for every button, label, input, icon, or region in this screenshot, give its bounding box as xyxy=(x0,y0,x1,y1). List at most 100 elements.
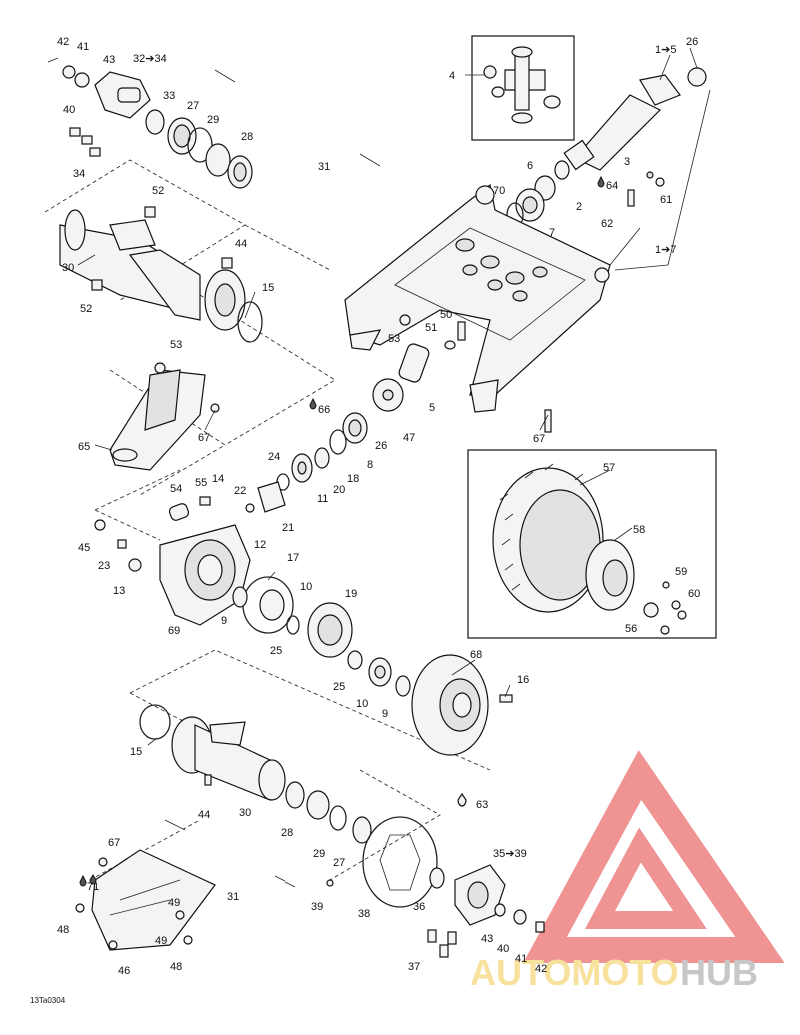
callout-24: 24 xyxy=(268,451,280,463)
final-drive-housing xyxy=(94,496,251,626)
callout-45: 45 xyxy=(78,542,90,554)
axle-shaft-lower xyxy=(157,816,301,892)
bearing-stack xyxy=(245,412,368,513)
callout-12: 12 xyxy=(254,539,266,551)
callout-17: 17 xyxy=(287,552,299,564)
callout-67-b: 67 xyxy=(533,433,545,445)
callout-13: 13 xyxy=(113,585,125,597)
callout-64: 64 xyxy=(606,180,618,192)
callout-42-b: 42 xyxy=(535,963,547,975)
callout-26: 26 xyxy=(686,36,698,48)
callout-10: 10 xyxy=(300,581,312,593)
side-cover-hub xyxy=(411,654,513,807)
callout-3: 3 xyxy=(624,156,630,168)
drive-shaft xyxy=(563,67,707,179)
callout-19: 19 xyxy=(345,588,357,600)
callout-2: 2 xyxy=(576,201,582,213)
callout-22: 22 xyxy=(234,485,246,497)
watermark-brand-part2: HUB xyxy=(680,952,758,993)
callout-52-b: 52 xyxy=(80,303,92,315)
callout-30-b: 30 xyxy=(239,807,251,819)
callout-35-39: 35➔39 xyxy=(493,848,527,860)
callout-7: 7 xyxy=(549,227,555,239)
callout-52: 52 xyxy=(152,185,164,197)
callout-56: 56 xyxy=(625,623,637,635)
leader-lines xyxy=(77,47,711,746)
axle-housing-lower xyxy=(139,704,372,844)
callout-44-b: 44 xyxy=(198,809,210,821)
drive-flange-group xyxy=(47,57,253,189)
callout-55: 55 xyxy=(195,477,207,489)
callout-53: 53 xyxy=(170,339,182,351)
callout-48-b: 48 xyxy=(170,961,182,973)
callout-1-5: 1➔5 xyxy=(655,44,676,56)
callout-30: 30 xyxy=(62,262,74,274)
callout-31-b: 31 xyxy=(227,891,239,903)
universal-joint-kit xyxy=(471,35,575,141)
callout-41: 41 xyxy=(77,41,89,53)
callout-70: 70 xyxy=(493,185,505,197)
callout-28-b: 28 xyxy=(281,827,293,839)
lubricant-symbols xyxy=(79,175,605,887)
watermark-brand-part1: AUTOMOTO xyxy=(470,952,679,993)
callout-53-b: 53 xyxy=(388,333,400,345)
callout-26-b: 26 xyxy=(375,440,387,452)
callout-32-34: 32➔34 xyxy=(133,53,167,65)
callout-66: 66 xyxy=(318,404,330,416)
skid-plate xyxy=(75,849,216,951)
callout-27: 27 xyxy=(187,100,199,112)
callout-51: 51 xyxy=(425,322,437,334)
callout-4: 4 xyxy=(449,70,455,82)
brake-disc xyxy=(326,816,445,908)
callout-44: 44 xyxy=(235,238,247,250)
swing-arm xyxy=(344,183,611,413)
callout-41-b: 41 xyxy=(515,953,527,965)
axle-shaft-upper xyxy=(209,66,386,170)
callout-16: 16 xyxy=(517,674,529,686)
callout-6: 6 xyxy=(527,160,533,172)
callout-25-b: 25 xyxy=(333,681,345,693)
spacer-and-bolts xyxy=(372,177,665,433)
callout-36: 36 xyxy=(413,901,425,913)
callout-67: 67 xyxy=(198,432,210,444)
callout-8: 8 xyxy=(367,459,373,471)
callout-18: 18 xyxy=(347,473,359,485)
callout-10-b: 10 xyxy=(356,698,368,710)
callout-25: 25 xyxy=(270,645,282,657)
callout-59: 59 xyxy=(675,566,687,578)
callout-29-b: 29 xyxy=(313,848,325,860)
callout-43: 43 xyxy=(103,54,115,66)
wheel-hub xyxy=(427,864,545,958)
callout-9-b: 9 xyxy=(382,708,388,720)
callout-28: 28 xyxy=(241,131,253,143)
boot-and-clamps xyxy=(506,160,570,228)
drawing-reference: 13Ta0304 xyxy=(30,996,66,1005)
callout-33: 33 xyxy=(163,90,175,102)
callout-20: 20 xyxy=(333,484,345,496)
callout-39: 39 xyxy=(311,901,323,913)
callout-31: 31 xyxy=(318,161,330,173)
mounting-bracket xyxy=(109,362,220,471)
callout-49-b: 49 xyxy=(155,935,167,947)
callout-43-b: 43 xyxy=(481,933,493,945)
callout-11: 11 xyxy=(317,493,328,505)
callout-71: 71 xyxy=(87,881,99,893)
callout-40: 40 xyxy=(63,104,75,116)
callout-60: 60 xyxy=(688,588,700,600)
callout-27-b: 27 xyxy=(333,857,345,869)
callout-63: 63 xyxy=(476,799,488,811)
callout-68: 68 xyxy=(470,649,482,661)
callout-29: 29 xyxy=(207,114,219,126)
callout-9: 9 xyxy=(221,615,227,627)
axle-housing-upper xyxy=(59,206,263,343)
wheel-assembly xyxy=(467,449,717,639)
callout-42: 42 xyxy=(57,36,69,48)
callout-38: 38 xyxy=(358,908,370,920)
callout-57: 57 xyxy=(603,462,615,474)
callout-58: 58 xyxy=(633,524,645,536)
callout-46: 46 xyxy=(118,965,130,977)
watermark-logo: AUTOMOTO HUB xyxy=(470,750,785,993)
callout-21: 21 xyxy=(282,522,294,534)
callout-34: 34 xyxy=(73,168,85,180)
callout-69: 69 xyxy=(168,625,180,637)
